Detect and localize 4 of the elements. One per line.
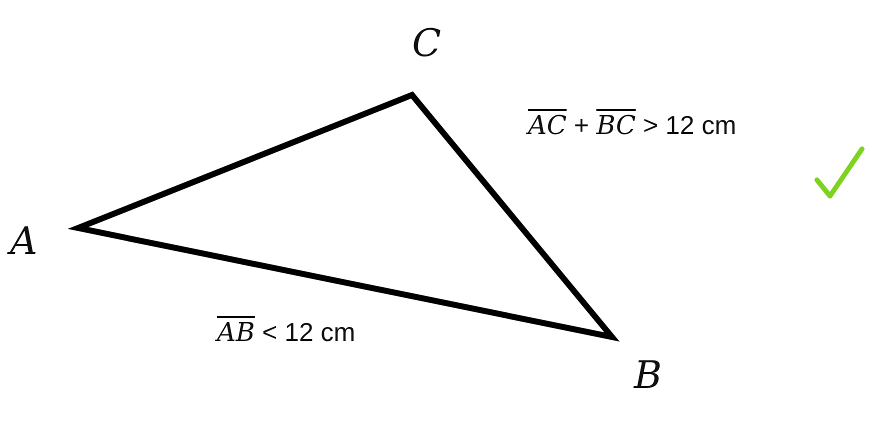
vertex-label: C [412,24,442,62]
length-inequality: AB < 12 cm [217,317,356,350]
vertex-label: B [634,356,662,394]
length-inequality: AC + BC > 12 cm [528,110,736,142]
